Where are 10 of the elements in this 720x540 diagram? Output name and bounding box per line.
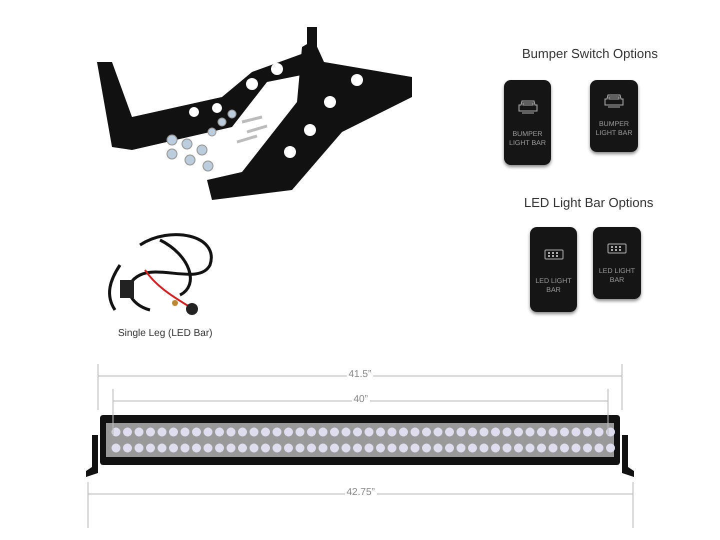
section-heading: Bumper Switch Options <box>522 46 658 61</box>
rocker-switch <box>530 227 577 312</box>
dimension-label: 42.75” <box>344 487 377 498</box>
dimension-label: 40” <box>352 394 370 405</box>
rocker-switch <box>590 80 638 152</box>
dimension-label: 41.5” <box>346 369 374 380</box>
rocker-switch <box>504 80 551 165</box>
section-heading: LED Light Bar Options <box>524 195 654 210</box>
rocker-switch <box>593 227 641 299</box>
caption: Single Leg (LED Bar) <box>118 328 212 339</box>
